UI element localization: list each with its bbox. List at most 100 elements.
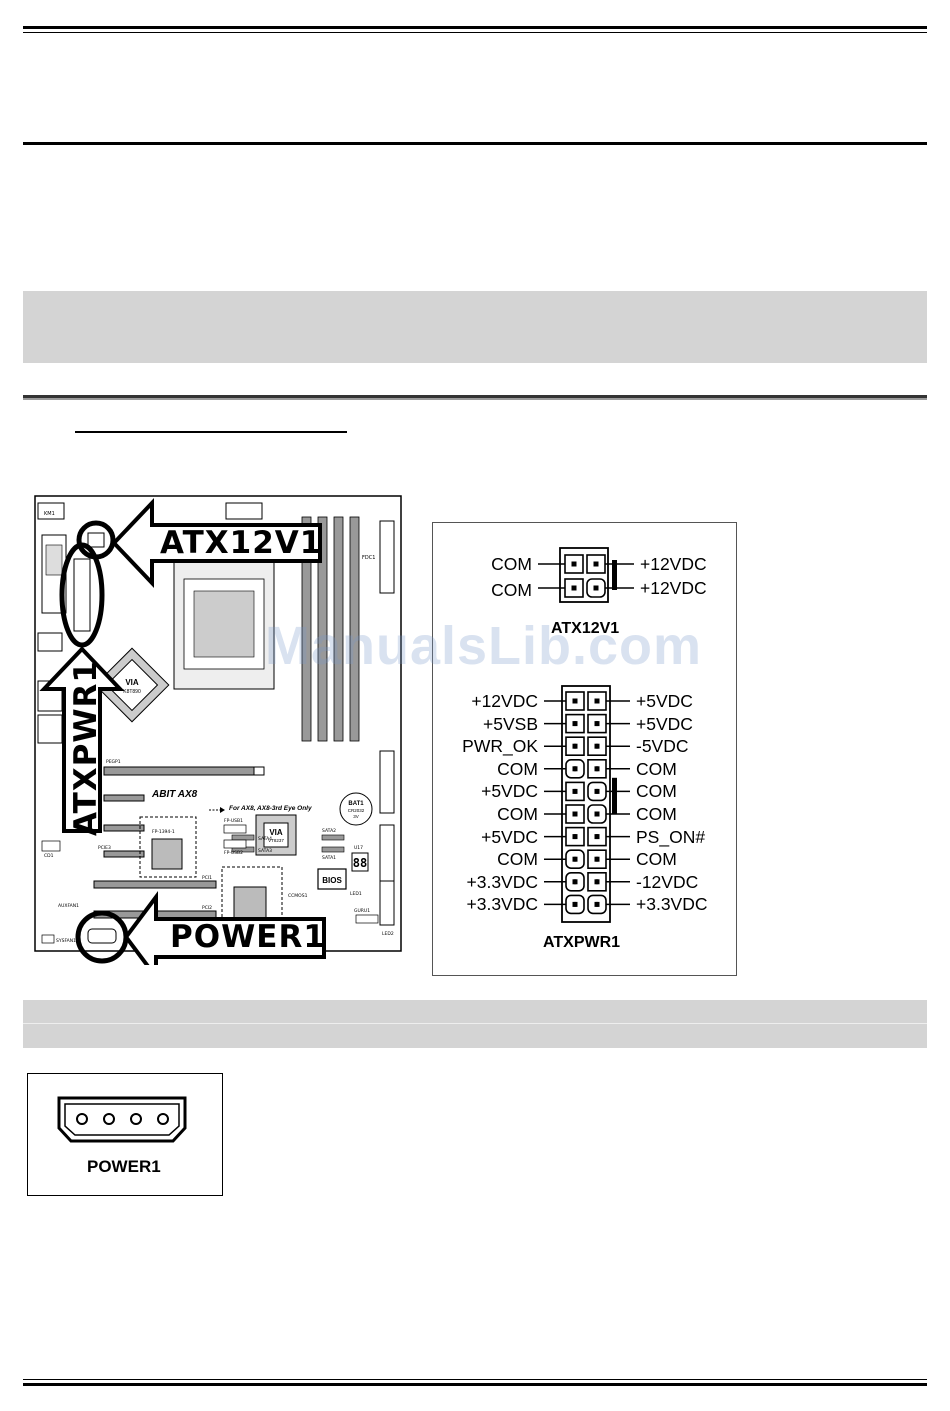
label-km1: KM1 bbox=[44, 511, 55, 517]
label-pcie3: PCIE3 bbox=[98, 845, 111, 851]
atxpwr-dot-r5 bbox=[594, 788, 600, 794]
atx12v-callout-label: ATX12V1 bbox=[160, 525, 323, 561]
ide3-connector bbox=[379, 880, 395, 926]
pci1-slot bbox=[93, 880, 217, 889]
section-rule-light bbox=[23, 398, 927, 400]
chip1-label-1: VIA bbox=[125, 678, 139, 687]
atxpwr-dot-l10 bbox=[572, 901, 578, 907]
atx12v-caption: ATX12V1 bbox=[551, 620, 620, 637]
ide1-connector bbox=[379, 750, 395, 814]
fp-usb1-header bbox=[223, 824, 247, 834]
chip2-label-1: VIA bbox=[269, 828, 283, 837]
label-cd1: CD1 bbox=[44, 853, 54, 859]
label-sata3: SATA3 bbox=[258, 848, 272, 854]
atxpwr-right-label-2: +5VDC bbox=[636, 713, 693, 734]
pcie1-slot bbox=[103, 794, 145, 802]
section-rule bbox=[23, 395, 927, 398]
battery-label-2: CR2032 bbox=[348, 808, 365, 813]
atxpwr-dot-l2 bbox=[572, 721, 578, 727]
atxpwr-dot-r10 bbox=[594, 901, 600, 907]
atxpwr-left-label-10: +3.3VDC bbox=[466, 894, 539, 915]
label-fdc: FDC1 bbox=[362, 555, 375, 561]
label-sata1: SATA1 bbox=[322, 855, 336, 861]
fp-usb2-header bbox=[223, 839, 247, 849]
power1-pin-2 bbox=[103, 1113, 115, 1125]
pcie3-slot bbox=[103, 850, 145, 858]
pinout-panel bbox=[432, 522, 737, 976]
gray-band-divider bbox=[23, 1023, 927, 1024]
atxpwr-right-label-8: COM bbox=[636, 849, 677, 870]
northbridge-chip bbox=[94, 647, 170, 723]
sata2-connector bbox=[321, 834, 345, 841]
pcie2-slot bbox=[103, 824, 145, 832]
bios-label: BIOS bbox=[322, 876, 342, 885]
top-rule-thin bbox=[23, 32, 927, 33]
atxpwr-right-label-3: -5VDC bbox=[636, 736, 689, 757]
atxpwr-dot-l1 bbox=[572, 698, 578, 704]
audio-connector bbox=[37, 632, 63, 652]
atxpwr-callout-ellipse bbox=[59, 542, 105, 648]
atx12v-pinout bbox=[538, 547, 634, 923]
atxpwr-callout-label: ATXPWR1 bbox=[68, 660, 104, 836]
battery bbox=[339, 792, 373, 826]
atxpwr-dot-r2 bbox=[594, 721, 600, 727]
sata1-connector bbox=[321, 846, 345, 853]
atxpwr-left-label-7: +5VDC bbox=[481, 826, 538, 847]
gray-band-top bbox=[23, 291, 927, 363]
top-rule-thick bbox=[23, 26, 927, 29]
atx12v-dot-l1 bbox=[571, 561, 577, 567]
atx12v-dot-r2 bbox=[593, 585, 599, 591]
atxpwr-left-label-5: +5VDC bbox=[481, 781, 538, 802]
label-sysfan: SYSFAN1 bbox=[56, 938, 76, 944]
atx12v-left-2: COM bbox=[491, 580, 532, 600]
atx12v-dot-r1 bbox=[593, 561, 599, 567]
power-callout-label: POWER1 bbox=[170, 919, 326, 955]
atxpwr-dot-l4 bbox=[572, 766, 578, 772]
atxpwr-right-label-9: -12VDC bbox=[636, 871, 699, 892]
atxpwr-pin-grid bbox=[544, 685, 630, 923]
label-sata4: SATA4 bbox=[258, 836, 272, 842]
atxpwr-right-label-6: COM bbox=[636, 804, 677, 824]
atxpwr-caption: ATXPWR1 bbox=[543, 934, 621, 951]
atxpwr-left-label-9: +3.3VDC bbox=[466, 871, 539, 892]
label-pci1: PCI1 bbox=[202, 875, 212, 881]
label-u17: U17 bbox=[354, 845, 363, 851]
lan-connector bbox=[37, 714, 63, 744]
bottom-rule-thin bbox=[23, 1379, 927, 1380]
cd1-header bbox=[41, 840, 61, 852]
atxpwr-left-label-6: COM bbox=[497, 804, 538, 824]
watermark: ManualsLib.com bbox=[265, 616, 703, 676]
label-guru: GURU1 bbox=[354, 908, 370, 914]
label-pci2: PCI2 bbox=[202, 905, 212, 911]
atxpwr-latch bbox=[612, 777, 617, 814]
ieee-controller-region bbox=[139, 816, 197, 878]
atxpwr-right-label-1: +5VDC bbox=[636, 691, 693, 711]
gray-band-mid bbox=[23, 1000, 927, 1048]
power1-pin-1 bbox=[76, 1113, 88, 1125]
atxpwr-dot-l8 bbox=[572, 856, 578, 862]
atx12v-left-1: COM bbox=[491, 554, 532, 574]
atxpwr-right-label-10: +3.3VDC bbox=[636, 894, 708, 915]
atxpwr-dot-r4 bbox=[594, 766, 600, 772]
atxpwr-dot-l5 bbox=[572, 788, 578, 794]
power1-pin-4 bbox=[157, 1113, 169, 1125]
guru-header bbox=[355, 914, 379, 924]
battery-label-3: 3V bbox=[353, 814, 359, 819]
board-note: For AX8, AX8-3rd Eye Only bbox=[229, 805, 312, 812]
atxpwr-dot-r3 bbox=[594, 743, 600, 749]
power1-pin-3 bbox=[130, 1113, 142, 1125]
atxpwr-right-label-7: PS_ON# bbox=[636, 826, 706, 847]
label-sata2: SATA2 bbox=[322, 828, 336, 834]
seven-segment-display bbox=[351, 852, 369, 872]
battery-label: BAT1 bbox=[348, 801, 364, 807]
atx12v-right-1: +12VDC bbox=[640, 554, 707, 574]
bios-chip bbox=[317, 868, 347, 890]
atx12v-callout-arrow bbox=[111, 497, 322, 589]
atxpwr-left-label-1: +12VDC bbox=[471, 691, 538, 711]
label-ccmos: CCMOS1 bbox=[288, 893, 308, 899]
km1-connector bbox=[37, 502, 65, 520]
atxpwr-left-label-2: +5VSB bbox=[483, 713, 538, 734]
power1-connector-drawing bbox=[57, 1096, 187, 1143]
label-fp1394: FP-1394-1 bbox=[152, 829, 175, 835]
atxpwr-dot-r8 bbox=[594, 856, 600, 862]
